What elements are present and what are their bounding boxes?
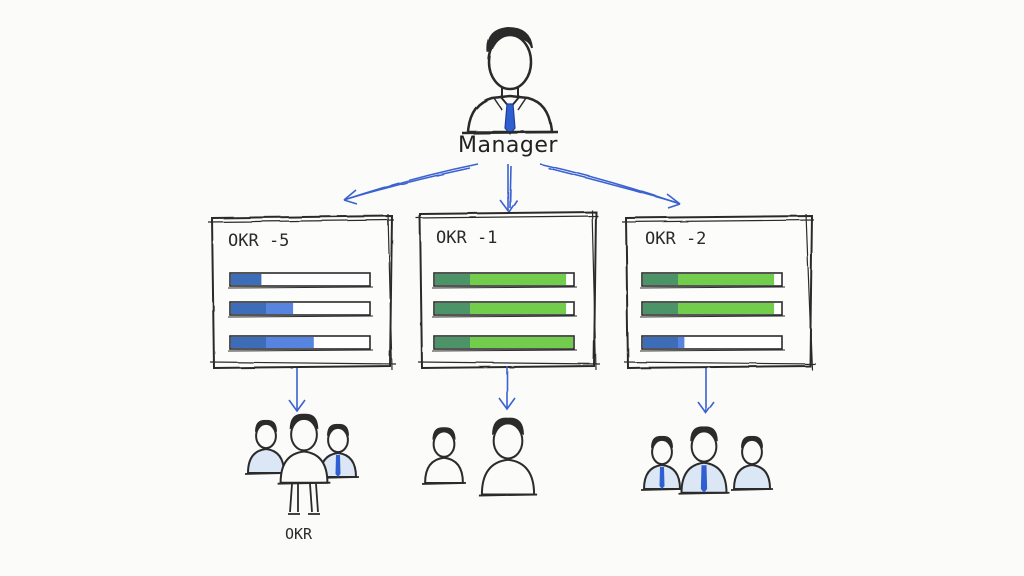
progress-fill [435, 274, 567, 285]
body [279, 450, 329, 484]
okr-card-title: OKR -2 [645, 229, 707, 249]
progress-fill [231, 337, 314, 348]
tie [335, 455, 341, 477]
team-member-legs [288, 483, 320, 515]
progress-shade [435, 337, 470, 348]
head [432, 430, 456, 458]
team-label: OKR [285, 525, 313, 543]
base-line [244, 472, 288, 475]
team-member [316, 423, 360, 479]
okr-card-title: OKR -1 [436, 228, 498, 248]
progress-sketch-line [639, 315, 786, 318]
progress-bar [431, 272, 578, 289]
progress-bar [431, 301, 578, 318]
okr-progress-bars [227, 272, 786, 352]
manager-head [487, 33, 533, 91]
progress-fill [435, 337, 573, 348]
progress-sketch-line [227, 349, 374, 352]
manager-figure [461, 26, 559, 135]
progress-sketch-line [227, 315, 374, 318]
progress-fill [643, 337, 685, 348]
progress-shade [643, 303, 678, 314]
okr-card-left [210, 214, 394, 370]
progress-sketch-line [227, 286, 374, 289]
progress-shade [231, 337, 266, 348]
team-member [244, 419, 288, 475]
manager-label: Manager [458, 133, 558, 158]
progress-bar [639, 301, 786, 318]
base-line [422, 482, 466, 485]
progress-bar [639, 335, 786, 352]
body [246, 447, 286, 474]
progress-sketch-line [431, 315, 578, 318]
okr-card-mid [418, 210, 598, 370]
team-member [730, 435, 774, 491]
okr-card-title: OKR -5 [228, 231, 290, 251]
progress-sketch-line [431, 286, 578, 289]
progress-bar [639, 272, 786, 289]
manager-arrows [343, 163, 681, 214]
head [741, 438, 763, 466]
teams [244, 413, 774, 515]
progress-shade [231, 303, 266, 314]
head [290, 417, 318, 452]
body [480, 458, 536, 496]
progress-shade [435, 274, 470, 285]
team-member [478, 417, 538, 497]
progress-fill [643, 303, 775, 314]
team-arrows [288, 366, 715, 415]
progress-sketch-line [639, 286, 786, 289]
progress-shade [643, 274, 678, 285]
team-member [277, 413, 331, 485]
head [492, 422, 524, 460]
head [690, 430, 718, 463]
head [327, 426, 349, 454]
body [732, 463, 772, 490]
progress-sketch-line [639, 349, 786, 352]
base-line [277, 481, 331, 485]
team-member [422, 427, 466, 485]
head [255, 422, 277, 450]
progress-bar [227, 272, 374, 289]
progress-shade [435, 303, 470, 314]
progress-bar [431, 335, 578, 352]
progress-shade [231, 274, 262, 285]
team-member [678, 426, 730, 495]
progress-fill [231, 303, 294, 314]
base-line [678, 491, 730, 495]
team-member [640, 435, 684, 491]
tie [659, 467, 665, 489]
progress-fill [231, 274, 262, 285]
progress-sketch-line [431, 349, 578, 352]
tie [700, 465, 708, 493]
progress-bar [227, 335, 374, 352]
body [424, 456, 464, 484]
head [651, 438, 673, 466]
base-line [640, 488, 684, 491]
okr-card-right [624, 214, 814, 370]
progress-track [229, 272, 371, 287]
progress-shade [643, 337, 678, 348]
base-line [478, 493, 538, 497]
base-line [730, 488, 774, 491]
progress-bar [227, 301, 374, 318]
manager-tie [504, 103, 516, 135]
progress-fill [643, 274, 775, 285]
progress-fill [435, 303, 567, 314]
okr-card-frames [207, 209, 817, 371]
